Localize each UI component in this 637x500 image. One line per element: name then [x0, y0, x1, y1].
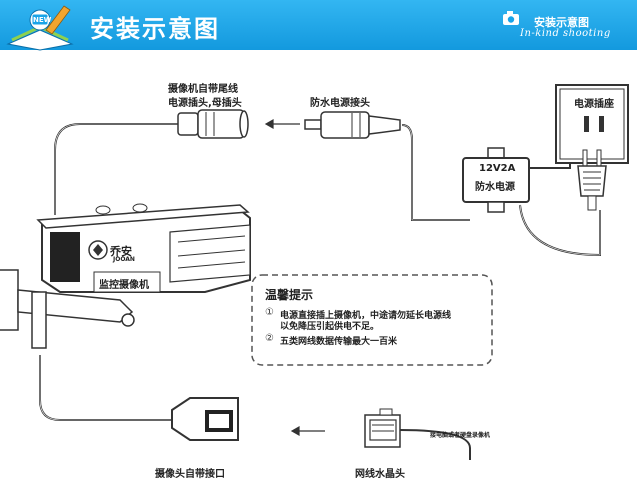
tip-2-number: ② — [265, 333, 274, 344]
label-power-outlet: 电源插座 — [574, 99, 614, 110]
label-waterproof-plug: 防水电源接头 — [310, 98, 370, 109]
tip-1-number: ① — [265, 307, 274, 318]
adapter-down-cable — [519, 204, 601, 257]
header-section-title: 安装示意图 — [534, 16, 589, 29]
power-outlet — [555, 84, 629, 164]
rj45-cable — [399, 429, 471, 460]
waterproof-adapter — [462, 147, 530, 213]
arrow-head-bottom — [290, 425, 300, 437]
network-cable — [39, 355, 175, 421]
new-badge — [31, 13, 49, 26]
page-title: 安装示意图 — [90, 15, 220, 43]
tip-1-line2: 以免降压引起供电不足。 — [280, 322, 380, 332]
label-nvr-link: 接电脑或者硬盘录像机 — [430, 432, 491, 439]
label-adapter-voltage: 12V2A — [479, 163, 516, 174]
label-adapter-name: 防水电源 — [475, 182, 515, 193]
arrows — [264, 118, 325, 437]
label-brand-en: JOOAN — [113, 256, 135, 263]
camera-icon — [503, 11, 519, 25]
tip-1-line1: 电源直接插上摄像机，中途请勿延长电源线 — [280, 311, 452, 321]
tips-box — [251, 274, 493, 366]
power-plug — [577, 149, 607, 211]
camera-body — [0, 203, 251, 349]
header-section-subtitle: In-kind shooting — [520, 28, 611, 39]
header-background — [0, 0, 637, 50]
new-badge-label: NEW — [33, 16, 52, 24]
label-camera-cable: 摄像机自带尾线 — [168, 84, 238, 95]
camera-power-cable — [54, 123, 180, 215]
network-port — [171, 397, 239, 441]
label-camera-name: 监控摄像机 — [99, 280, 149, 291]
label-rj45-head: 网线水晶头 — [355, 469, 405, 480]
header-bar — [0, 0, 637, 50]
male-plug — [304, 111, 401, 139]
female-plug — [177, 109, 249, 139]
label-camera-port: 摄像头自带接口 — [155, 469, 225, 480]
book-icon — [6, 5, 74, 51]
arrow-head-top — [264, 118, 274, 130]
label-brand-cn: 乔安 — [110, 245, 132, 258]
rj45-head — [364, 408, 401, 448]
tip-2-line1: 五类网线数据传输最大一百米 — [280, 337, 398, 347]
label-camera-plug: 电源插头,母插头 — [168, 98, 242, 109]
tips-title: 温馨提示 — [265, 288, 314, 302]
